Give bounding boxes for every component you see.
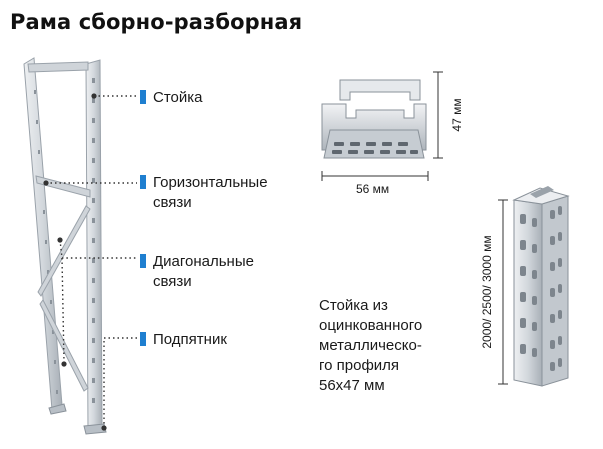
leader-dot <box>57 237 63 243</box>
callout-marker <box>140 175 146 189</box>
page-title: Рама сборно-разборная <box>10 10 303 34</box>
leader-footplate <box>103 337 137 428</box>
callout-marker <box>140 90 146 104</box>
leader-dot <box>91 93 97 99</box>
callout-footplate-label: Подпятник <box>153 331 227 348</box>
profile-section <box>321 71 443 181</box>
callout-upright-label: Стойка <box>153 89 203 106</box>
upright-perforations <box>34 78 95 403</box>
callout-upright: Стойка <box>140 88 203 108</box>
description-line: 56х47 мм <box>319 377 385 394</box>
callout-marker <box>140 332 146 346</box>
upright-notch <box>530 186 554 198</box>
leader-dot <box>43 180 49 186</box>
description-line: Стойка из <box>319 297 388 314</box>
frame-top-horizontal <box>27 61 89 73</box>
frame-footplate-right <box>83 423 107 435</box>
callout-diagonal-braces: Диагональные связи <box>140 252 254 292</box>
frame-diagonal-1 <box>37 205 91 297</box>
description-line: го профиля <box>319 357 400 374</box>
callout-diagonal-line1: Диагональные <box>153 253 254 270</box>
description-line: оцинкованного <box>319 317 423 334</box>
upright-slots <box>520 206 562 371</box>
callout-marker <box>140 254 146 268</box>
leader-dot <box>101 425 107 431</box>
leader-dots <box>43 93 107 431</box>
callout-horizontal-braces: Горизонтальные связи <box>140 173 268 213</box>
profile-back <box>339 79 421 101</box>
callout-diagonal-line2: связи <box>153 273 192 290</box>
callout-leaders <box>46 95 137 428</box>
leader-diagonal-drop <box>61 257 65 363</box>
upright-length-label: 2000/ 2500/ 3000 мм <box>480 235 494 349</box>
leader-dot <box>61 361 67 367</box>
callout-horizontal-line1: Горизонтальные <box>153 174 268 191</box>
frame-horizontal-brace <box>35 175 91 198</box>
frame-diagonal-2 <box>39 299 89 392</box>
profile-perforations <box>332 142 418 154</box>
callout-horizontal-line2: связи <box>153 194 192 211</box>
description-line: металлическо- <box>319 337 422 354</box>
callout-footplate: Подпятник <box>140 330 227 350</box>
upright-top <box>512 187 570 205</box>
profile-height-label: 47 мм <box>450 98 464 132</box>
frame-footplate-left <box>48 403 67 415</box>
frame-left-upright <box>23 57 63 411</box>
upright-piece <box>498 186 570 387</box>
upright-description: Стойка из оцинкованного металлическо- го… <box>319 296 469 396</box>
frame-illustration <box>23 57 107 435</box>
profile-width-label: 56 мм <box>356 182 390 196</box>
frame-right-upright <box>85 59 103 431</box>
upright-front <box>513 199 543 387</box>
